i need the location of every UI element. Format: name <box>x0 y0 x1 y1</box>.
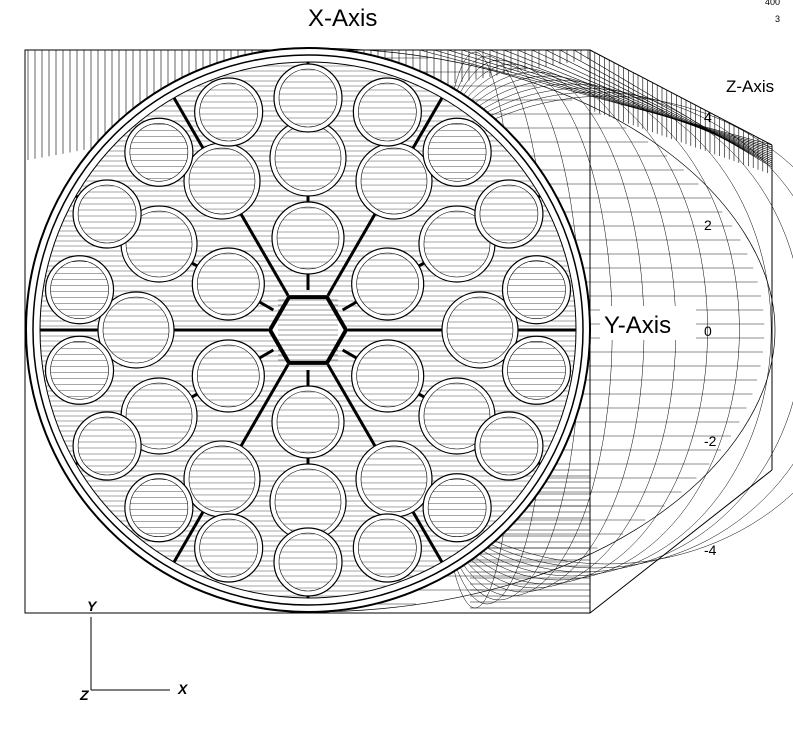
orientation-triad <box>90 617 170 691</box>
triad-z-label: Z <box>79 687 89 703</box>
bore-hole-pattern <box>44 63 572 597</box>
tick-label: 4 <box>704 109 712 125</box>
corner-label-second: 3 <box>775 14 780 24</box>
triad-x-label: X <box>177 681 189 697</box>
y-axis-title: Y-Axis <box>604 312 671 339</box>
tick-label: -2 <box>704 433 717 449</box>
corner-label-top: 400 <box>765 0 780 7</box>
x-axis-title: X-Axis <box>308 5 377 32</box>
triad-y-label: Y <box>87 598 98 614</box>
y-axis-title-bg <box>600 306 696 340</box>
tick-label: 2 <box>704 217 712 233</box>
tick-label: -4 <box>704 542 717 558</box>
back-wall-grid-top <box>27 49 773 174</box>
tick-label: 0 <box>704 323 712 339</box>
z-axis-title: Z-Axis <box>726 77 774 96</box>
central-hexagon <box>267 295 349 365</box>
